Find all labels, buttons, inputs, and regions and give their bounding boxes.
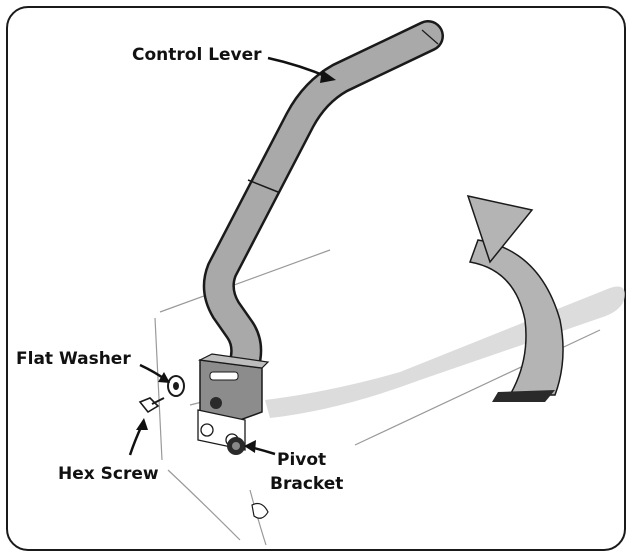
label-flat-washer: Flat Washer: [16, 349, 131, 369]
rotation-arrow: [466, 194, 564, 402]
label-control-lever: Control Lever: [132, 45, 262, 65]
flat-washer-part: [167, 375, 185, 397]
label-hex-screw: Hex Screw: [58, 464, 159, 484]
label-pivot: Pivot: [277, 450, 327, 470]
label-bracket: Bracket: [270, 474, 344, 494]
leader-lines: [128, 56, 336, 456]
hex-screw-part: [138, 397, 165, 414]
lever-shadow: [265, 286, 625, 418]
control-lever-tube: [202, 20, 444, 381]
pivot-bracket: [197, 353, 270, 519]
